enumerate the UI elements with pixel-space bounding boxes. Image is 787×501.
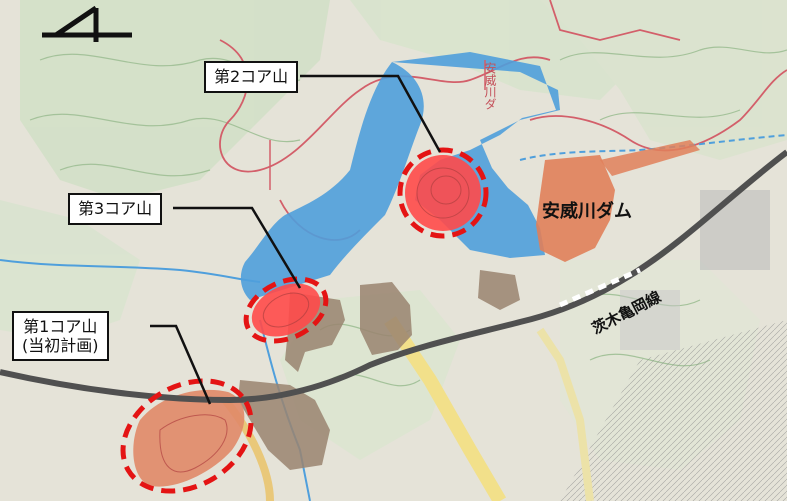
callout-core2: 第2コア山	[204, 61, 299, 93]
building-block	[620, 290, 680, 350]
leader-lines	[150, 74, 442, 405]
leader-line-core3	[173, 206, 302, 289]
river-label: 安威川ダ	[483, 62, 497, 110]
core-mountain-1	[133, 389, 245, 487]
railway-line	[0, 149, 787, 404]
core-contours	[159, 167, 470, 473]
highlight-circles	[120, 147, 489, 494]
callout-core1-line2: (当初計画)	[22, 336, 99, 355]
dam-body	[536, 155, 615, 262]
core-mountain-3	[251, 283, 321, 337]
dam-label: 安威川ダム	[542, 201, 632, 222]
core-mountains	[133, 140, 700, 487]
highlight-circle-core1	[120, 378, 254, 494]
callout-core1: 第1コア山 (当初計画)	[12, 311, 109, 361]
leader-line-core2	[300, 74, 442, 153]
callout-core3: 第3コア山	[68, 193, 163, 225]
building-block	[700, 190, 770, 270]
dam-body	[600, 140, 700, 176]
highlight-circle-core2	[397, 147, 489, 239]
reservoir-area	[240, 62, 424, 300]
boundary-lines	[269, 60, 486, 190]
brown-fill-areas	[238, 270, 520, 470]
leader-line-core1	[150, 324, 212, 405]
highlight-circle-core3	[243, 276, 329, 344]
north-arrow-icon	[42, 5, 132, 42]
urban-area	[560, 320, 787, 501]
callout-core1-line1: 第1コア山	[23, 317, 98, 336]
core-mountain-2	[405, 155, 481, 231]
